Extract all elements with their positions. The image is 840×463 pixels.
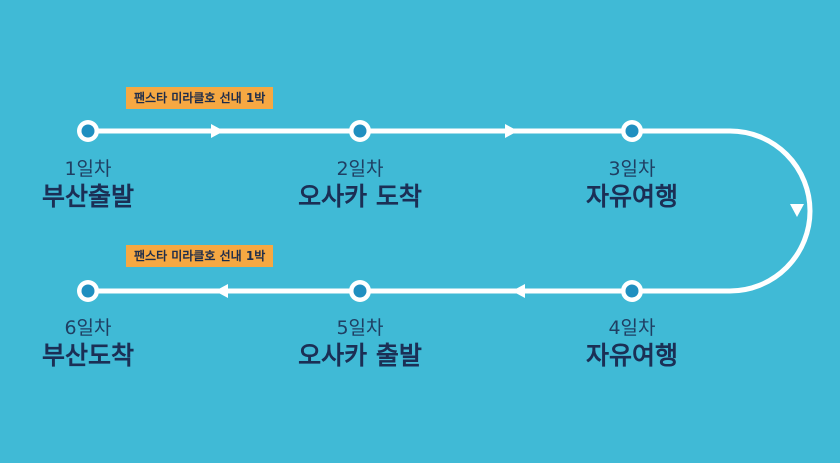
stop-day-label: 6일차 xyxy=(64,317,112,339)
arrow-right-icon xyxy=(505,124,518,138)
stop-place-label: 자유여행 xyxy=(585,341,678,370)
stop-place-label: 부산출발 xyxy=(41,182,134,211)
stop-day-label: 2일차 xyxy=(336,158,384,180)
arrow-left-icon xyxy=(512,284,525,298)
stop-place-label: 자유여행 xyxy=(585,182,678,211)
stop-place-label: 오사카 출발 xyxy=(298,341,422,370)
stop-place-label: 부산도착 xyxy=(41,341,134,370)
stop-day-label: 5일차 xyxy=(336,317,384,339)
stop-node-day2 xyxy=(349,120,371,142)
ferry-badge-return: 팬스타 미라클호 선내 1박 xyxy=(126,245,274,267)
stop-node-day3 xyxy=(621,120,643,142)
stop-day-label: 1일차 xyxy=(64,158,112,180)
route-line xyxy=(88,128,813,294)
stop-node-day5 xyxy=(349,280,371,302)
stop-day3: 3일차 자유여행 xyxy=(532,157,732,213)
arrow-down-icon xyxy=(790,204,804,217)
stop-day1: 1일차 부산출발 xyxy=(0,157,188,213)
stop-day5: 5일차 오사카 출발 xyxy=(260,316,460,372)
stop-node-day1 xyxy=(77,120,99,142)
stop-node-day4 xyxy=(621,280,643,302)
stop-day4: 4일차 자유여행 xyxy=(532,316,732,372)
ferry-badge-outbound: 팬스타 미라클호 선내 1박 xyxy=(126,87,274,109)
stop-day-label: 4일차 xyxy=(608,317,656,339)
stop-node-day6 xyxy=(77,280,99,302)
stop-day2: 2일차 오사카 도착 xyxy=(260,157,460,213)
arrow-right-icon xyxy=(211,124,224,138)
stop-day-label: 3일차 xyxy=(608,158,656,180)
stop-day6: 6일차 부산도착 xyxy=(0,316,188,372)
arrow-left-icon xyxy=(215,284,228,298)
stop-place-label: 오사카 도착 xyxy=(298,182,422,211)
